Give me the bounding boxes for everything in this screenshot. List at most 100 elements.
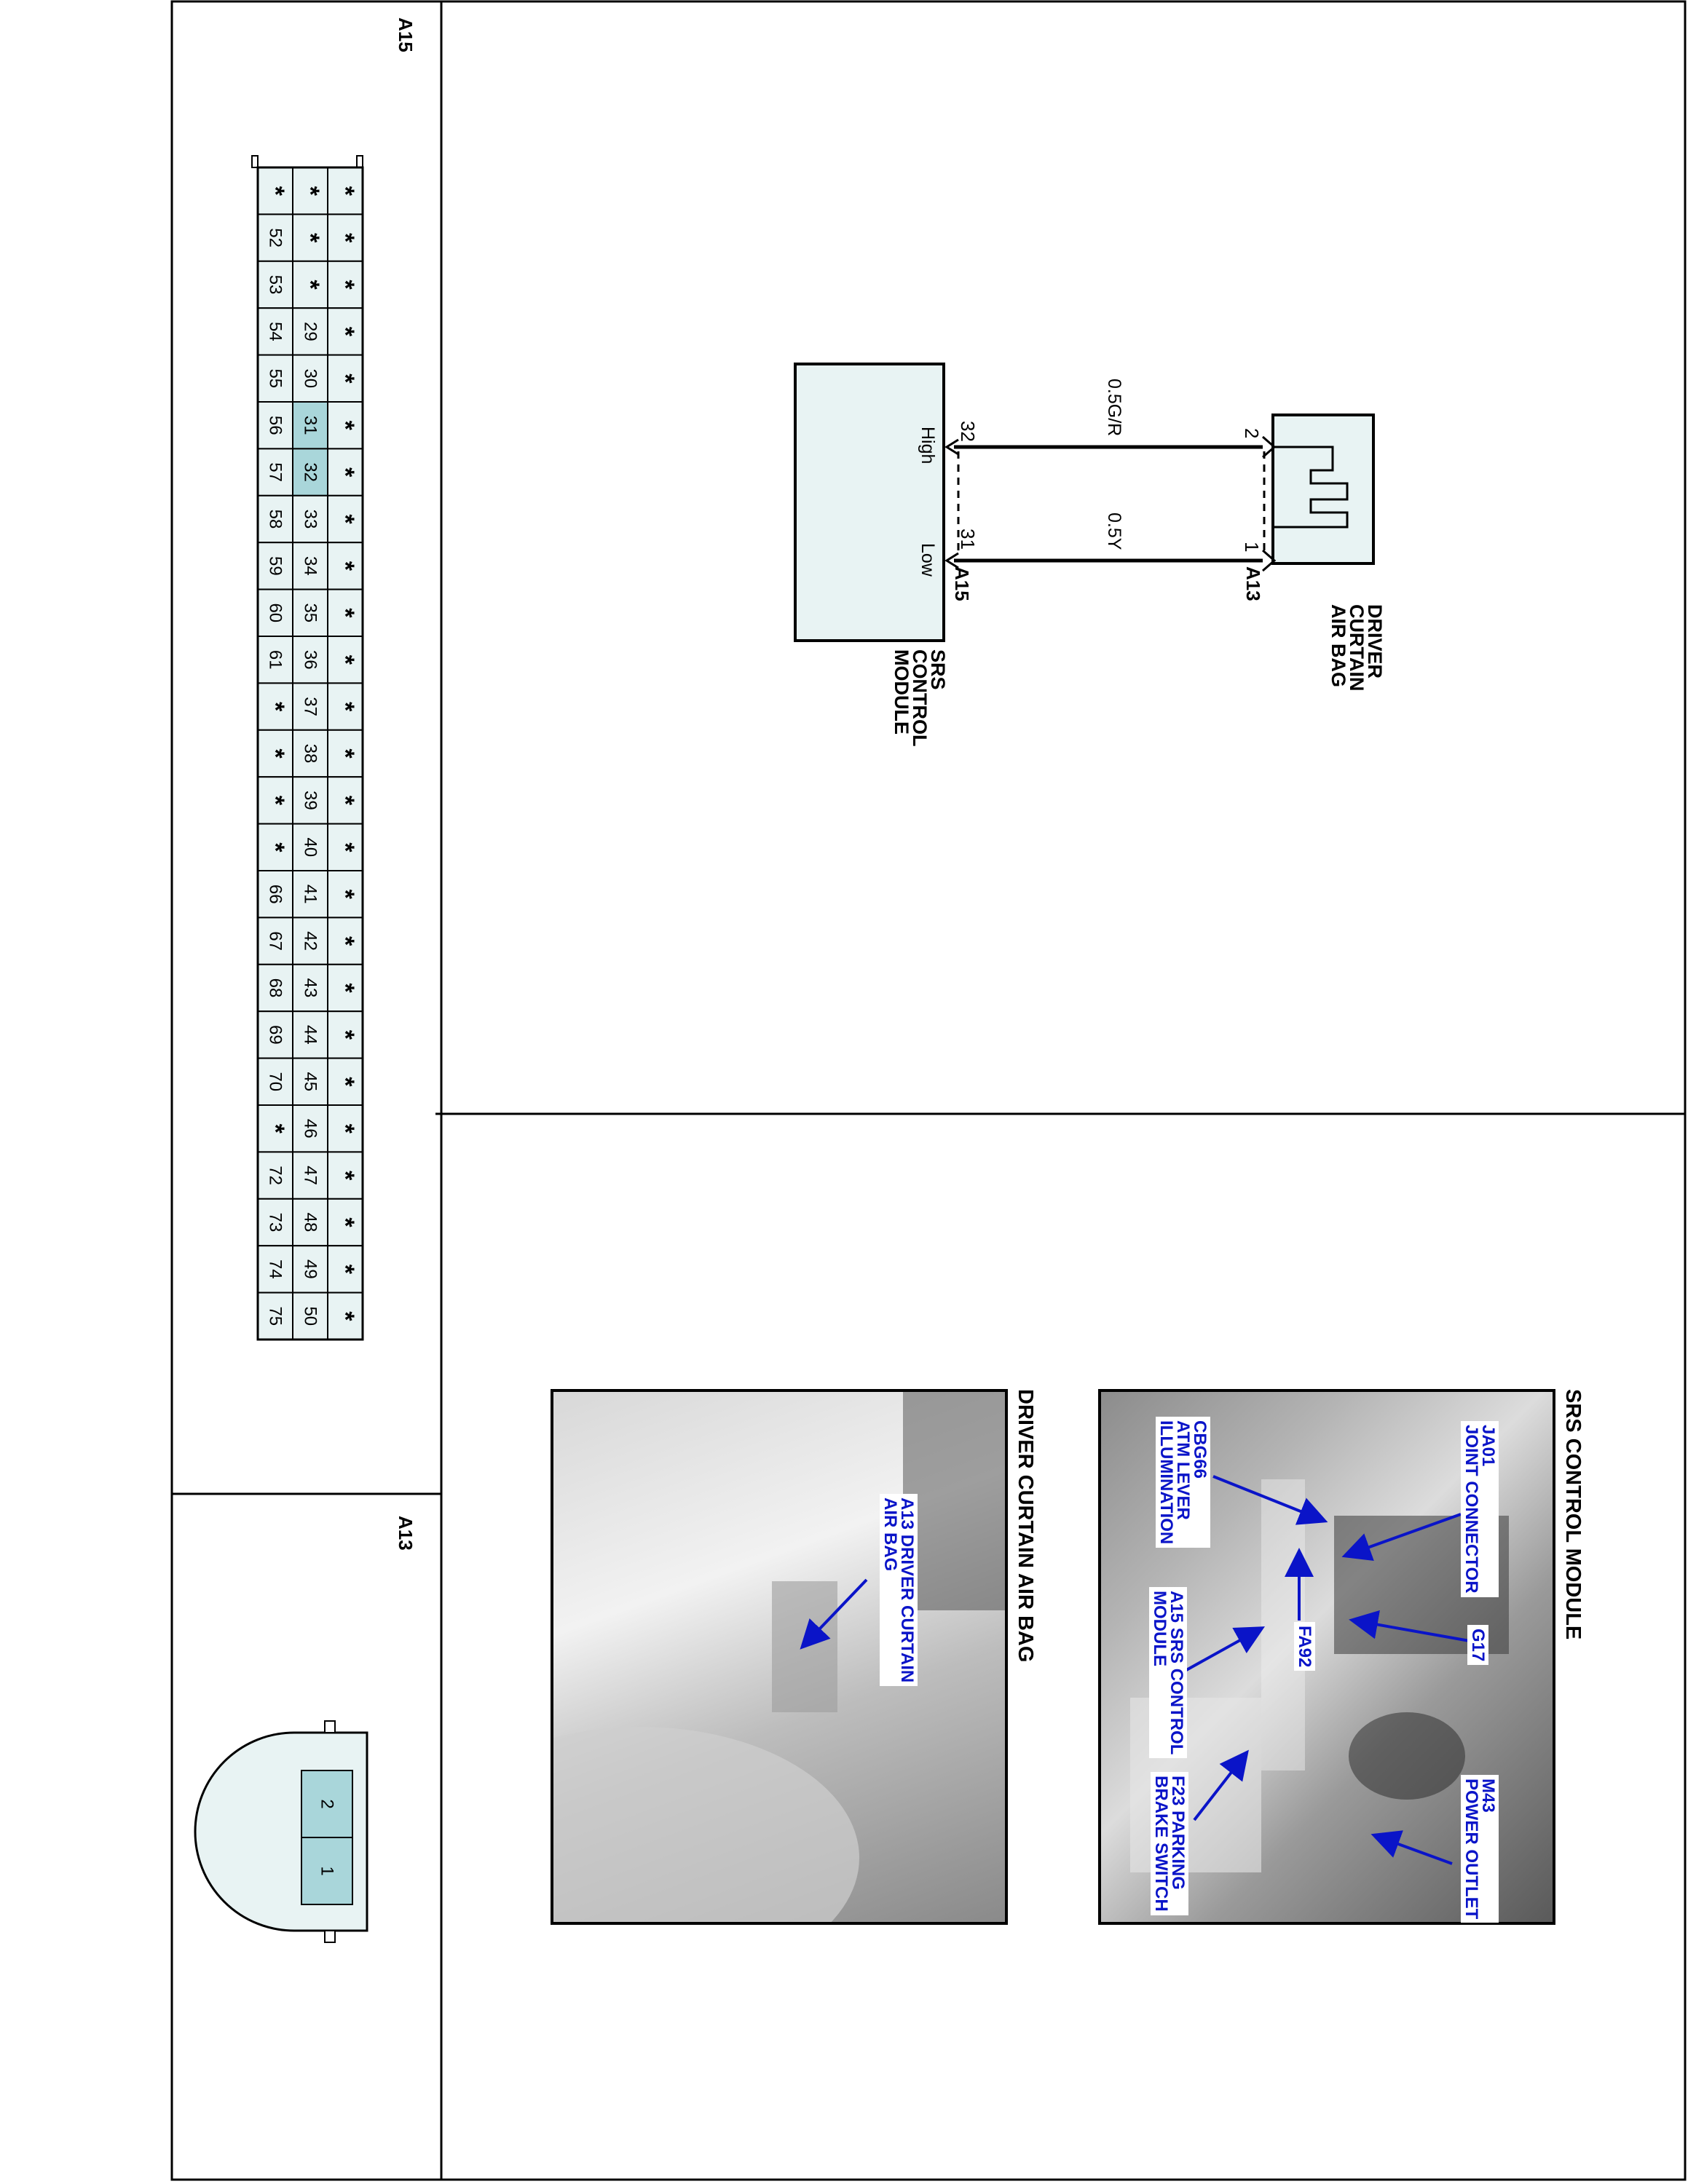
a15-pin-cell bbox=[327, 354, 363, 403]
a15-pin-cell bbox=[292, 870, 328, 919]
a15-pin-label: 32 bbox=[301, 462, 320, 482]
a15-pin-label: * bbox=[331, 1311, 359, 1321]
a15-pin-label: 40 bbox=[301, 837, 320, 857]
a15-pin-label: 72 bbox=[266, 1166, 285, 1185]
a15-pin-cell bbox=[257, 307, 293, 356]
a15-pin-label: * bbox=[331, 186, 359, 197]
a15-pin-cell bbox=[257, 448, 293, 496]
a15-pin-cell bbox=[292, 213, 328, 262]
a15-pin-label: * bbox=[331, 327, 359, 337]
a15-pin-cell bbox=[292, 1104, 328, 1153]
a15-pin-label: * bbox=[331, 702, 359, 712]
a15-pin-cell bbox=[327, 823, 363, 871]
a15-pin-label: * bbox=[331, 1265, 359, 1275]
a15-pin-label: 58 bbox=[266, 510, 285, 529]
a15-pin-label: 37 bbox=[301, 697, 320, 716]
a15-pin-label: * bbox=[331, 842, 359, 852]
a15-pin-label: 43 bbox=[301, 978, 320, 998]
a15-pin-label: * bbox=[331, 514, 359, 524]
a15-pin-label: * bbox=[331, 796, 359, 806]
a15-pin-label: * bbox=[331, 983, 359, 993]
a15-pin-label: 53 bbox=[266, 275, 285, 295]
a15-pin-cell bbox=[292, 1057, 328, 1106]
a15-pin-label: 68 bbox=[266, 978, 285, 998]
a13-pin-cell bbox=[301, 1837, 353, 1905]
a15-pin-cell bbox=[257, 1151, 293, 1200]
a15-pin-label: 49 bbox=[301, 1259, 320, 1279]
squib-symbol bbox=[1273, 446, 1349, 529]
a13-tab-bottom bbox=[324, 1930, 336, 1943]
a15-pin-label: 66 bbox=[266, 885, 285, 904]
a15-pin-label: 31 bbox=[301, 416, 320, 435]
a15-pin-label: 38 bbox=[301, 744, 320, 764]
a15-pin-label: * bbox=[331, 561, 359, 571]
a15-pin-label: * bbox=[331, 608, 359, 618]
a15-pin-label: * bbox=[261, 748, 289, 759]
a15-pin-label: * bbox=[331, 373, 359, 384]
terminal-a15-32 bbox=[944, 438, 959, 456]
a15-pin-label: 42 bbox=[301, 931, 320, 951]
a15-pin-cell bbox=[292, 1010, 328, 1059]
a15-pin-label: 61 bbox=[266, 650, 285, 670]
a15-pin-label: 74 bbox=[266, 1259, 285, 1279]
a15-pin-label: 29 bbox=[301, 322, 320, 341]
a15-pin-label: 34 bbox=[301, 556, 320, 576]
a15-pin-label: * bbox=[331, 421, 359, 431]
a15-pin-cell bbox=[292, 494, 328, 544]
a15-pin-label: * bbox=[331, 1217, 359, 1227]
a15-pin-label: 47 bbox=[301, 1166, 320, 1185]
a15-pin-label: 73 bbox=[266, 1213, 285, 1233]
a15-pin-label: 33 bbox=[301, 510, 320, 529]
a15-pin-label: 41 bbox=[301, 885, 320, 904]
a15-pin-label: * bbox=[331, 748, 359, 759]
a15-pin-label: * bbox=[331, 467, 359, 478]
driver-curtain-airbag-photo bbox=[551, 1389, 1008, 1925]
a15-pin-label: * bbox=[331, 936, 359, 946]
a15-pin-cell bbox=[292, 448, 328, 496]
a15-pin-label: * bbox=[261, 702, 289, 712]
driver-curtain-airbag-box bbox=[1271, 414, 1375, 565]
a15-pin-label: * bbox=[261, 1124, 289, 1134]
a15-pin-label: * bbox=[261, 186, 289, 197]
a15-pin-label: * bbox=[331, 233, 359, 243]
a15-pin-label: 44 bbox=[301, 1025, 320, 1045]
a15-pin-label: 70 bbox=[266, 1072, 285, 1091]
a15-pin-label: 52 bbox=[266, 228, 285, 248]
a15-pin-cell bbox=[292, 167, 328, 215]
a15-pin-cell bbox=[257, 401, 293, 450]
a15-pin-label: * bbox=[331, 655, 359, 665]
terminal-a13-1 bbox=[1262, 549, 1277, 572]
a13-pin-label: 1 bbox=[318, 1866, 337, 1875]
a15-housing bbox=[256, 166, 364, 1341]
a15-pin-label: 30 bbox=[301, 368, 320, 388]
a15-pin-cell bbox=[327, 636, 363, 684]
a15-pin-label: * bbox=[296, 233, 324, 243]
a15-pin-label: 60 bbox=[266, 603, 285, 622]
a15-pin-label: * bbox=[331, 1171, 359, 1181]
a15-pin-cell bbox=[257, 1291, 293, 1340]
a15-pin-cell bbox=[327, 963, 363, 1013]
a15-pin-label: 57 bbox=[266, 462, 285, 482]
a15-pin-cell bbox=[292, 1245, 328, 1294]
a13-pin-cell bbox=[301, 1770, 353, 1838]
a15-pin-label: * bbox=[331, 1077, 359, 1087]
a15-pin-label: 54 bbox=[266, 322, 285, 341]
a15-pin-cell bbox=[292, 682, 328, 731]
a15-pin-label: 55 bbox=[266, 368, 285, 388]
a15-pin-label: 48 bbox=[301, 1213, 320, 1233]
a15-pin-label: * bbox=[331, 1124, 359, 1134]
a15-pin-label: * bbox=[331, 1030, 359, 1040]
a15-pin-label: 36 bbox=[301, 650, 320, 670]
a15-pin-label: * bbox=[331, 280, 359, 290]
a15-pin-cell bbox=[327, 1151, 363, 1200]
srs-control-module-box bbox=[794, 363, 945, 642]
a15-pin-label: 39 bbox=[301, 791, 320, 810]
a15-pin-cell bbox=[292, 401, 328, 450]
a15-pin-cell bbox=[292, 776, 328, 825]
